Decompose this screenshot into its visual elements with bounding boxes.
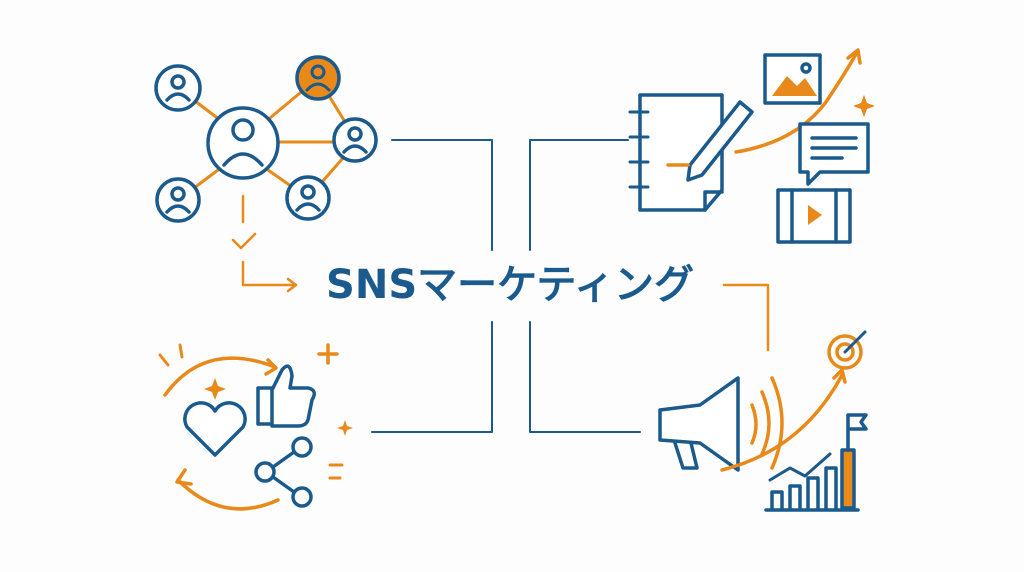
page-title: SNSマーケティング [326, 262, 694, 308]
social-network-icon [154, 55, 378, 223]
orange-flow-lines [231, 194, 770, 352]
engagement-icon [158, 343, 353, 511]
content-creation-icon [628, 48, 875, 244]
connector-lines [371, 139, 641, 433]
promotion-growth-icon [658, 330, 868, 512]
